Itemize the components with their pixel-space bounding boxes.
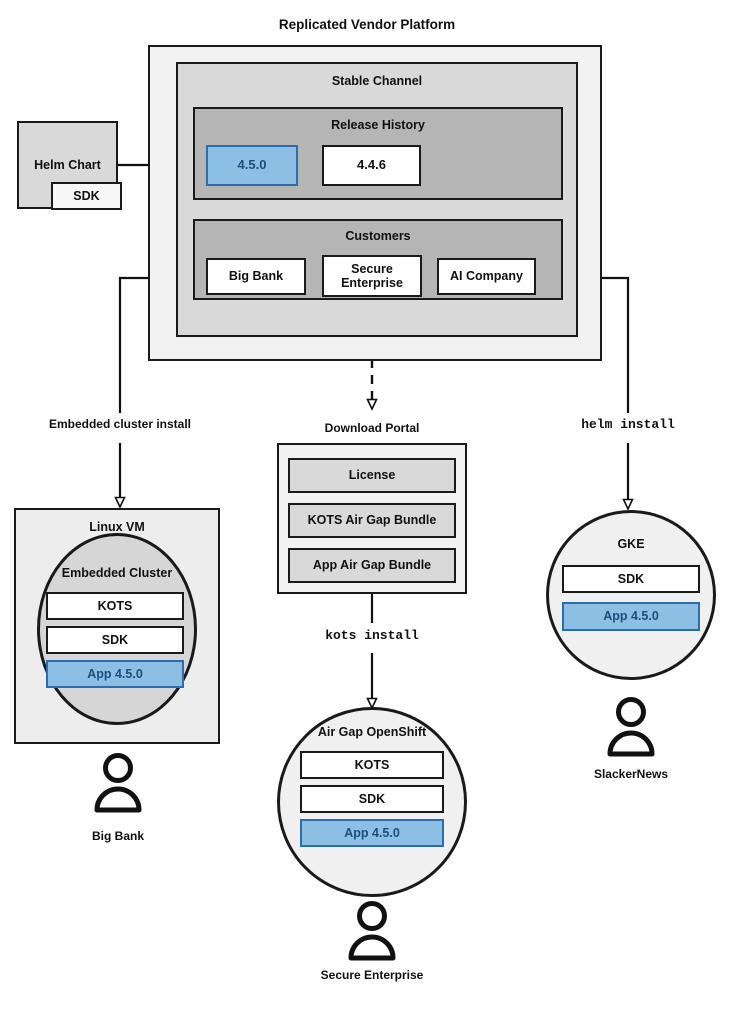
- customers-title: Customers: [345, 229, 411, 243]
- customer-big-bank[interactable]: Big Bank: [206, 258, 306, 295]
- gke-component-app[interactable]: App 4.5.0: [562, 602, 700, 631]
- gke-title: GKE: [617, 537, 645, 551]
- linux-vm-component-kots[interactable]: KOTS: [46, 592, 184, 620]
- person-icon-slackernews: [605, 696, 657, 763]
- release-version-4-4-6[interactable]: 4.4.6: [322, 145, 421, 186]
- label-download-portal: Download Portal: [324, 421, 420, 435]
- portal-artifact-kots-air-gap-bundle[interactable]: KOTS Air Gap Bundle: [288, 503, 456, 538]
- linux-vm-component-sdk[interactable]: SDK: [46, 626, 184, 654]
- customer-label-secure-enterprise: Secure Enterprise: [320, 968, 424, 982]
- portal-artifact-license[interactable]: License: [288, 458, 456, 493]
- openshift-component-kots[interactable]: KOTS: [300, 751, 444, 779]
- helm-chart-sdk-box[interactable]: SDK: [51, 182, 122, 210]
- customer-label-slackernews: SlackerNews: [593, 767, 669, 781]
- release-history-title: Release History: [331, 118, 425, 132]
- person-icon-secure-enterprise: [346, 900, 398, 967]
- stable-channel-title: Stable Channel: [331, 74, 423, 88]
- customer-label-big-bank: Big Bank: [91, 829, 144, 843]
- label-kots-install: kots install: [325, 628, 419, 643]
- person-icon-big-bank: [92, 752, 144, 819]
- linux-vm-component-app[interactable]: App 4.5.0: [46, 660, 184, 688]
- embedded-cluster-title: Embedded Cluster: [61, 566, 173, 580]
- linux-vm-title: Linux VM: [89, 520, 145, 534]
- openshift-component-app[interactable]: App 4.5.0: [300, 819, 444, 847]
- air-gap-openshift-title: Air Gap OpenShift: [317, 725, 427, 739]
- label-helm-install: helm install: [581, 417, 675, 432]
- gke-circle: [546, 510, 716, 680]
- page-title: Replicated Vendor Platform: [278, 17, 456, 32]
- customer-secure-enterprise[interactable]: Secure Enterprise: [322, 255, 422, 297]
- gke-component-sdk[interactable]: SDK: [562, 565, 700, 593]
- portal-artifact-app-air-gap-bundle[interactable]: App Air Gap Bundle: [288, 548, 456, 583]
- release-version-4-5-0[interactable]: 4.5.0: [206, 145, 298, 186]
- openshift-component-sdk[interactable]: SDK: [300, 785, 444, 813]
- customer-ai-company[interactable]: AI Company: [437, 258, 536, 295]
- label-embedded-cluster-install: Embedded cluster install: [48, 417, 192, 431]
